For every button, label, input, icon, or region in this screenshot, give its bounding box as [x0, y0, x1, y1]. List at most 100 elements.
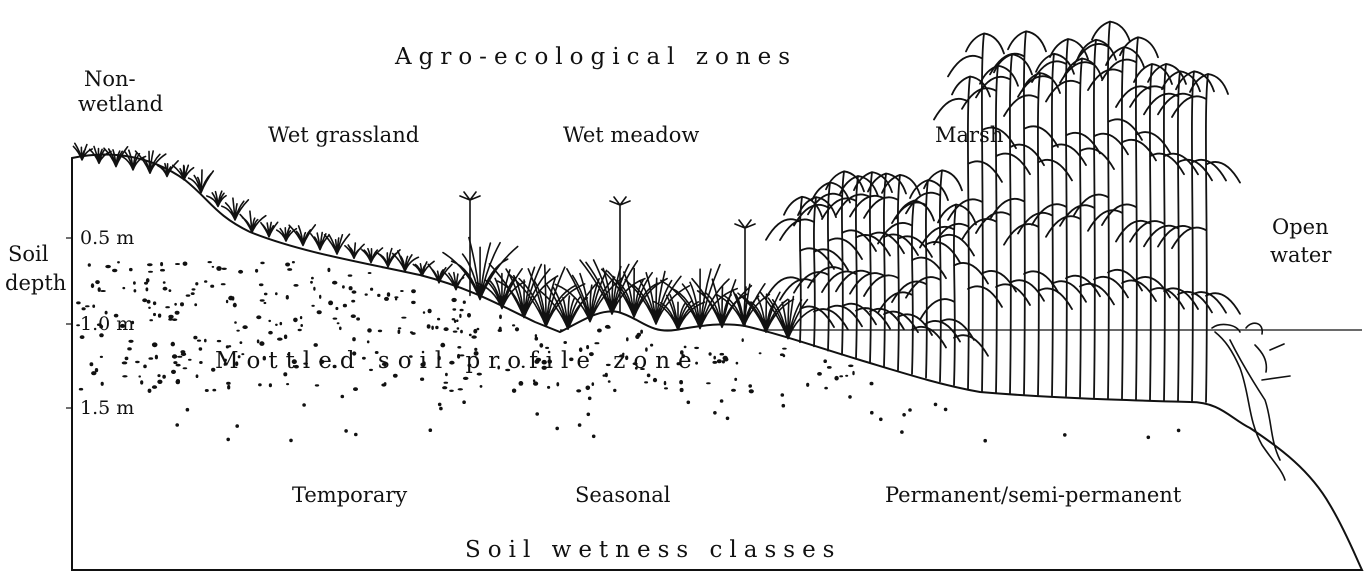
mottle-dot	[457, 327, 460, 329]
mottle-dot	[469, 334, 472, 337]
mottle-dot	[210, 285, 214, 288]
mottle-dot	[644, 381, 648, 383]
mottle-dot	[462, 400, 466, 404]
mottle-dot	[180, 350, 185, 354]
mottle-dot	[512, 389, 516, 393]
mottle-dot	[640, 330, 643, 334]
mottle-dot	[387, 292, 390, 297]
mottle-dot	[135, 361, 140, 363]
mottle-dot	[275, 292, 278, 295]
mottle-dot	[196, 374, 199, 378]
mottle-dot	[221, 283, 226, 285]
mottle-dot	[148, 357, 153, 360]
title-agro-ecological-zones: Agro-ecological zones	[394, 44, 797, 70]
mottle-dot	[194, 303, 197, 306]
mottle-dot	[101, 382, 104, 386]
mottle-dot	[260, 262, 264, 265]
mottle-dot	[823, 359, 827, 363]
mottle-dot	[420, 378, 424, 381]
mottle-dot	[260, 299, 265, 301]
mottle-dot	[339, 327, 342, 331]
mottle-dot	[180, 302, 184, 306]
mottle-dot	[431, 326, 434, 330]
mottle-dot	[227, 385, 230, 390]
mottle-dot	[226, 382, 231, 385]
mottle-dot	[512, 324, 515, 326]
reed-stem	[892, 180, 960, 378]
mottle-dot	[370, 288, 373, 291]
reed-stem	[1158, 71, 1226, 402]
mottle-dot	[165, 306, 170, 308]
mottle-dot	[171, 370, 176, 374]
mottle-dot	[146, 287, 149, 291]
mottle-dot	[146, 278, 150, 283]
mottle-dot	[163, 287, 168, 291]
mottle-dot	[186, 408, 190, 412]
mottle-dot	[647, 374, 651, 378]
mottle-dot	[349, 286, 353, 290]
mottle-dot	[177, 356, 182, 358]
mottle-dot	[169, 318, 173, 321]
mottle-dot	[100, 356, 103, 358]
label-seasonal: Seasonal	[575, 483, 671, 507]
mottle-dot	[162, 375, 166, 379]
label-non-wetland-2: wetland	[78, 92, 163, 116]
mottle-dot	[337, 322, 340, 324]
mottle-dot	[411, 289, 416, 293]
mottle-dot	[535, 412, 539, 416]
mottle-dot	[576, 389, 581, 392]
mottle-dot	[333, 318, 338, 320]
mottle-dot	[378, 330, 382, 333]
mottle-dot	[451, 298, 456, 302]
mottle-dot	[458, 388, 463, 390]
mottle-dot	[908, 408, 912, 412]
mottle-dot	[555, 427, 559, 431]
mottle-dot	[193, 336, 197, 340]
mottle-dot	[467, 313, 471, 318]
mottle-dot	[499, 327, 502, 332]
mottle-dot	[664, 387, 668, 389]
mottle-dot	[824, 387, 828, 390]
mottle-dot	[438, 403, 442, 407]
mottle-dot	[459, 314, 461, 318]
mottle-dot	[439, 407, 443, 411]
mottle-dot	[782, 348, 787, 350]
mottle-dot	[310, 281, 313, 284]
mottle-dot	[834, 376, 838, 381]
depth-05m: 0.5 m	[80, 227, 134, 249]
mottle-dot	[353, 387, 358, 391]
mottle-dot	[302, 403, 306, 407]
mottle-dot	[781, 393, 785, 397]
mottle-dot	[174, 303, 177, 306]
mottle-dot	[186, 294, 191, 296]
mottle-dot	[332, 281, 337, 285]
mottle-dot	[411, 301, 416, 304]
mottle-dot	[870, 411, 874, 415]
mottle-dot	[183, 367, 188, 369]
mottle-dot	[149, 319, 153, 321]
mottle-dot	[848, 395, 852, 399]
mottle-dot	[713, 356, 716, 360]
mottle-dot	[319, 295, 321, 299]
mottle-dot	[480, 385, 483, 388]
mottle-dot	[348, 274, 353, 276]
mottle-dot	[286, 383, 289, 385]
mottle-dot	[157, 374, 160, 377]
mottle-dot	[212, 266, 215, 268]
mottle-dot	[143, 365, 147, 369]
mottle-dot	[398, 329, 401, 334]
mottle-dot	[277, 338, 283, 341]
mottle-dot	[242, 325, 247, 329]
mottle-dot	[437, 318, 440, 321]
mottle-dot	[280, 322, 283, 325]
reed-stem	[1102, 37, 1170, 399]
mottle-dot	[191, 292, 195, 295]
mottle-dot	[578, 423, 582, 427]
mottle-dot	[259, 283, 264, 286]
grass-tuft	[311, 233, 329, 250]
mottle-dot	[454, 320, 456, 323]
mottle-dot	[539, 343, 543, 348]
mottle-dot	[311, 305, 314, 307]
mottle-dot	[780, 353, 784, 356]
label-marsh: Marsh	[935, 123, 1003, 147]
